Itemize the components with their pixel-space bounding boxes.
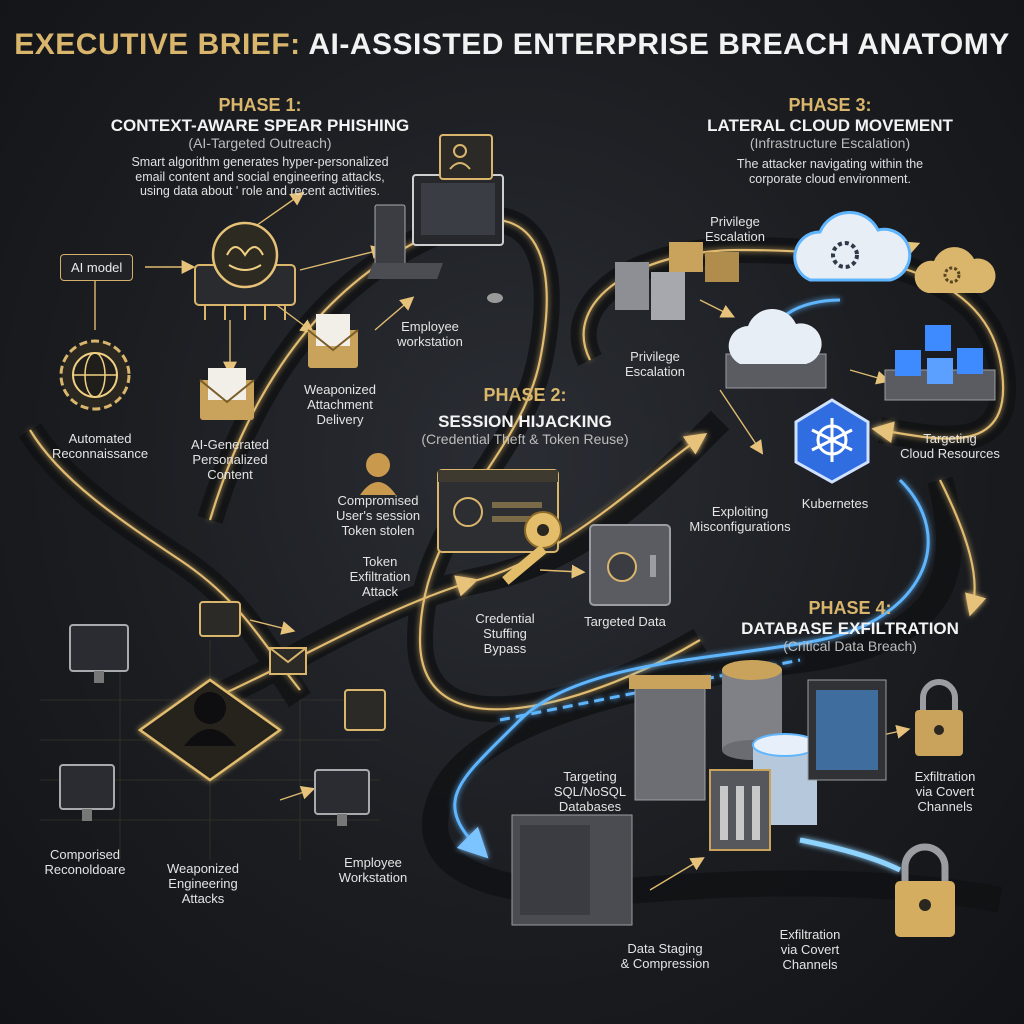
label-kubernetes: Kubernetes [801, 496, 869, 511]
cloud-gear-icon [914, 247, 996, 293]
cube-cluster-icon [884, 325, 996, 401]
phase-name: CONTEXT-AWARE SPEAR PHISHING [110, 115, 410, 135]
title-prefix: EXECUTIVE BRIEF: [14, 28, 301, 61]
user-icon [344, 689, 386, 731]
padlock-icon [915, 679, 963, 756]
phase-4-header: PHASE 4: DATABASE EXFILTRATION (Critical… [700, 598, 1000, 654]
page-title: EXECUTIVE BRIEF: AI-ASSISTED ENTERPRISE … [0, 28, 1024, 62]
phase-name: SESSION HIJACKING [438, 411, 612, 431]
title-main: AI-ASSISTED ENTERPRISE BREACH ANATOMY [308, 28, 1010, 61]
server-rack-icon [615, 242, 739, 320]
phase-label: PHASE 4: [808, 598, 892, 618]
phase-description-line: using data about ' role and recent activ… [139, 184, 381, 199]
server-rack-icon [511, 814, 633, 926]
phase-subtitle: (Critical Data Breach) [783, 638, 917, 655]
server-rack-icon [629, 675, 711, 801]
server-rack-icon [807, 679, 887, 781]
globe-gear-icon [59, 339, 131, 411]
road-db [422, 476, 1003, 913]
cloud-gear-icon [793, 211, 912, 282]
user-icon [360, 453, 396, 495]
phase-subtitle: (AI-Targeted Outreach) [188, 135, 332, 152]
server-rack-icon [709, 769, 771, 851]
envelope-icon [199, 368, 255, 420]
phase-subtitle: (Credential Theft & Token Reuse) [421, 431, 629, 448]
phase-name: LATERAL CLOUD MOVEMENT [707, 115, 953, 135]
phase-label: PHASE 1: [218, 95, 302, 115]
ai-model-box: AI model [60, 254, 134, 281]
desktop-computer-icon [367, 174, 504, 303]
desktop-computer-icon [69, 624, 129, 683]
phase-3-header: PHASE 3: LATERAL CLOUD MOVEMENT (Infrast… [680, 95, 980, 186]
cloud-gear-icon [725, 308, 827, 389]
phase-description-line: corporate cloud environment. [749, 171, 911, 186]
label-data-staging: Data Staging& Compression [620, 941, 710, 971]
phase-2-header: PHASE 2: SESSION HIJACKING (Credential T… [375, 385, 675, 447]
brain-chip-icon [194, 221, 296, 320]
phase-label: PHASE 3: [788, 95, 872, 115]
desktop-computer-icon [314, 769, 370, 826]
safe-icon [589, 524, 671, 606]
kubernetes-icon [794, 398, 870, 484]
phase-label: PHASE 2: [483, 385, 567, 405]
label-targeted-data: Targeted Data [584, 614, 666, 629]
phase-description-line: Smart algorithm generates hyper-personal… [131, 155, 389, 170]
user-icon [199, 601, 241, 637]
desktop-computer-icon [59, 764, 115, 821]
phase-1-header: PHASE 1: CONTEXT-AWARE SPEAR PHISHING (A… [100, 95, 420, 198]
hacker-icon [137, 678, 283, 782]
phase-subtitle: (Infrastructure Escalation) [749, 135, 911, 152]
envelope-icon [269, 647, 307, 675]
padlock-icon [895, 843, 955, 937]
key-icon [502, 511, 562, 585]
user-icon [439, 134, 493, 180]
envelope-icon [307, 314, 359, 368]
login-window-icon [437, 469, 559, 553]
phase-description-line: The attacker navigating within the [736, 157, 924, 172]
phase-name: DATABASE EXFILTRATION [741, 618, 959, 638]
phase-description-line: email content and social engineering att… [135, 169, 385, 184]
